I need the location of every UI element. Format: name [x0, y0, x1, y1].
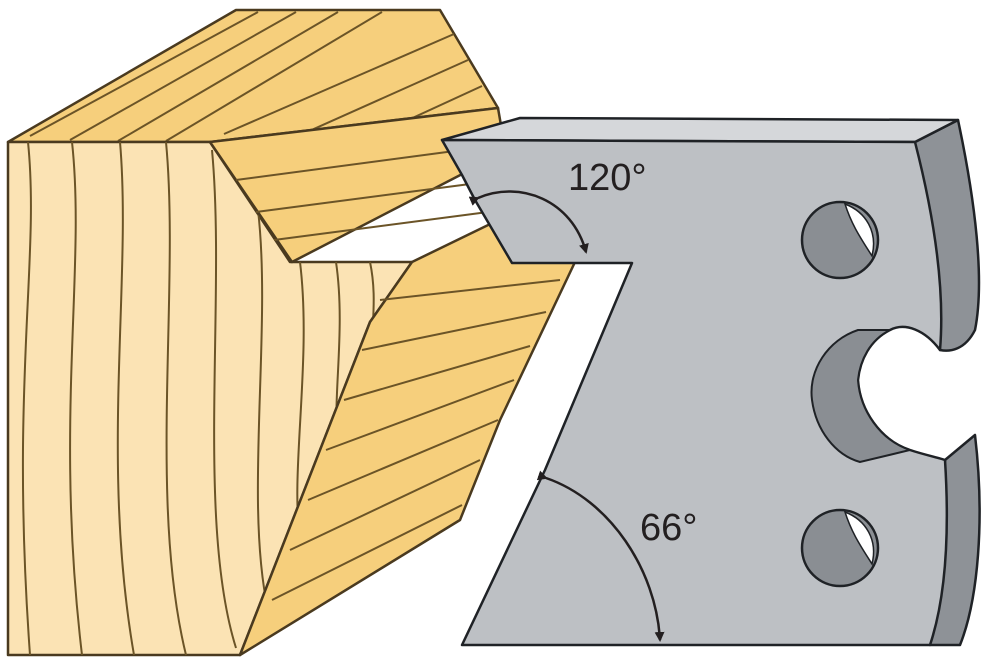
- angle-label-top: 120°: [568, 157, 647, 199]
- knife-edge-top: [440, 116, 960, 144]
- wood-right-grain: [271, 279, 561, 601]
- angle-annotation-bottom: 66°: [536, 470, 697, 642]
- profile-knife: [440, 116, 981, 647]
- knife-notch-shade: [810, 329, 914, 464]
- wood-profile-grain: [235, 149, 489, 241]
- wood-block: [6, 8, 577, 657]
- angle-label-bottom: 66°: [640, 507, 697, 549]
- angle-arc-top: [468, 190, 589, 254]
- angle-annotation-top: 120°: [468, 157, 647, 254]
- mounting-hole-top: [800, 200, 880, 280]
- mounting-hole-bottom: [800, 508, 880, 588]
- angle-arc-bottom: [536, 470, 665, 642]
- wood-end-grain: [21, 141, 375, 656]
- knife-edge-side: [913, 118, 981, 352]
